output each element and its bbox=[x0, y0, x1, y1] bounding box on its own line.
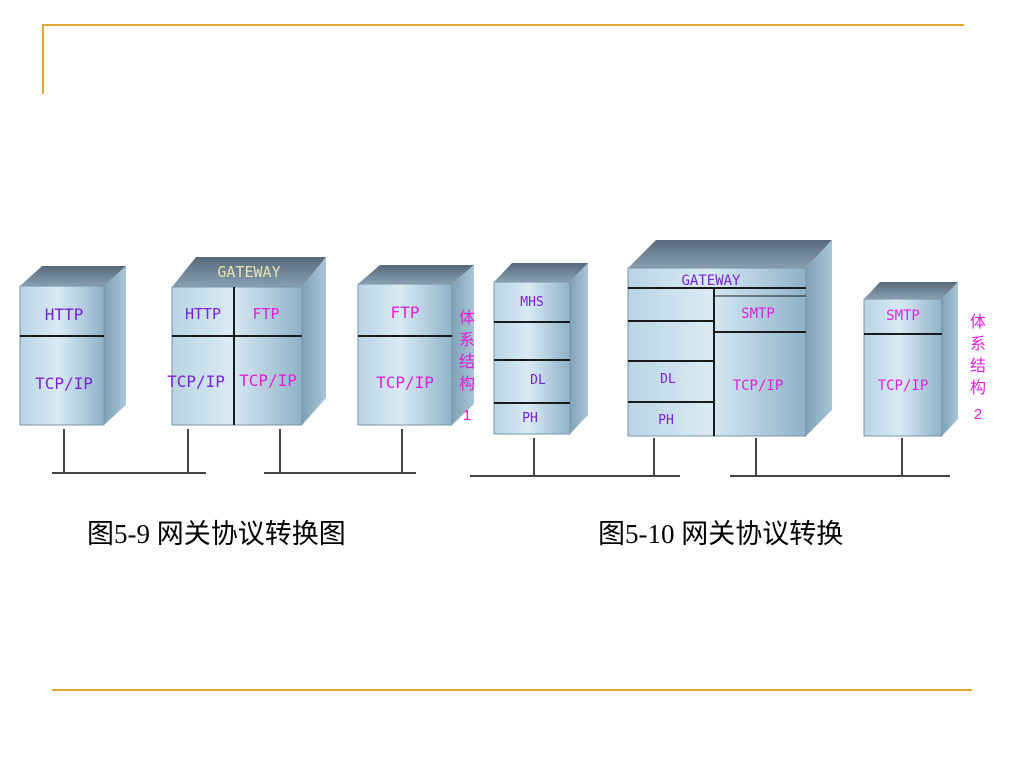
fig9-left-tcpip-label: TCP/IP bbox=[35, 374, 93, 393]
fig10-gateway-smtp-label: SMTP bbox=[741, 306, 775, 322]
fig9-gateway: GATEWAY HTTP FTP TCP/IP TCP/IP bbox=[167, 257, 326, 426]
svg-text:系: 系 bbox=[970, 335, 986, 353]
fig9-gateway-tcpip-right-label: TCP/IP bbox=[239, 371, 297, 390]
fig10-left-dl-label: DL bbox=[530, 373, 546, 388]
fig10-left-host: MHS DL PH bbox=[493, 263, 588, 435]
fig9-right-host: FTP TCP/IP bbox=[357, 265, 474, 426]
fig10-left-mhs-label: MHS bbox=[520, 295, 543, 310]
svg-text:1: 1 bbox=[463, 407, 471, 424]
fig10-right-tcpip-label: TCP/IP bbox=[878, 378, 929, 394]
fig10-gateway-dl-label: DL bbox=[660, 372, 676, 387]
fig10-left-ph-label: PH bbox=[522, 411, 538, 426]
fig9-left-host: HTTP TCP/IP bbox=[19, 266, 126, 426]
fig10-caption: 图5-10 网关协议转换 bbox=[598, 519, 844, 549]
left-accent-rule bbox=[42, 24, 44, 94]
svg-text:构: 构 bbox=[459, 375, 475, 393]
top-accent-rule bbox=[42, 24, 964, 26]
fig9-gateway-http-label: HTTP bbox=[185, 305, 221, 323]
fig10-right-host: SMTP TCP/IP bbox=[863, 282, 958, 437]
svg-text:结: 结 bbox=[459, 353, 475, 371]
fig9-gateway-tcpip-left-label: TCP/IP bbox=[167, 372, 225, 391]
fig10-gateway: GATEWAY DL PH SMTP TCP/IP bbox=[627, 240, 832, 437]
fig10-gateway-title: GATEWAY bbox=[681, 273, 741, 289]
fig9-caption: 图5-9 网关协议转换图 bbox=[87, 519, 346, 549]
svg-text:体: 体 bbox=[459, 309, 475, 327]
svg-text:体: 体 bbox=[970, 313, 986, 331]
fig9-gateway-ftp-label: FTP bbox=[252, 305, 279, 323]
fig9-right-tcpip-label: TCP/IP bbox=[376, 373, 434, 392]
fig9-network-lines bbox=[52, 429, 416, 474]
fig10-gateway-ph-label: PH bbox=[658, 413, 674, 428]
fig10-right-smtp-label: SMTP bbox=[886, 308, 920, 324]
fig9-gateway-title: GATEWAY bbox=[217, 263, 280, 281]
fig10-gateway-tcpip-label: TCP/IP bbox=[733, 378, 784, 394]
fig9-side-label: 体 系 结 构 1 bbox=[459, 309, 475, 424]
fig10-network-lines bbox=[470, 438, 950, 477]
bottom-accent-rule bbox=[52, 689, 972, 691]
fig9-left-http-label: HTTP bbox=[45, 305, 84, 324]
fig10-side-label: 体 系 结 构 2 bbox=[970, 313, 986, 423]
fig9-right-ftp-label: FTP bbox=[391, 303, 420, 322]
svg-text:系: 系 bbox=[459, 331, 475, 349]
svg-text:2: 2 bbox=[974, 406, 982, 423]
svg-text:构: 构 bbox=[970, 379, 986, 397]
svg-text:结: 结 bbox=[970, 357, 986, 375]
